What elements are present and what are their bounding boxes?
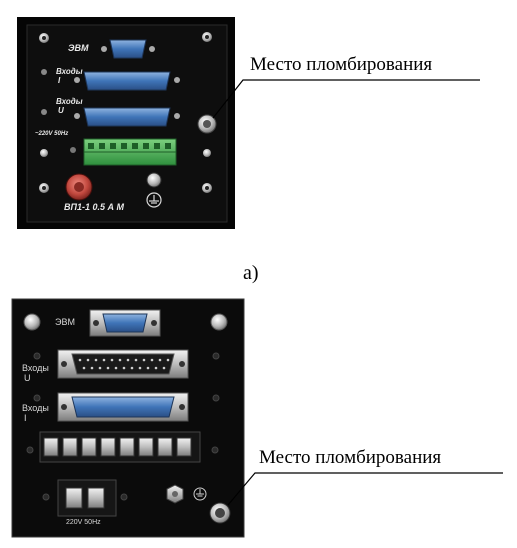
panel-b-ground-nut <box>166 484 184 504</box>
panel-b-inputs-i-label: Входы <box>22 403 49 413</box>
callout-a-text: Место пломбирования <box>250 54 433 75</box>
panel-a-screw-bl <box>39 183 49 193</box>
panel-a-fuse <box>65 173 93 201</box>
panel-a-connector-inputs-u <box>74 107 180 127</box>
panel-b-seal-screw <box>209 502 231 524</box>
panel-a-screw-left-mid <box>41 69 47 115</box>
panel-b-power-label: 220V 50Hz <box>66 519 101 526</box>
panel-a-seal-screw <box>197 114 217 134</box>
panel-b <box>11 298 245 538</box>
panel-a-terminal-block <box>83 138 177 166</box>
panel-b-hole-r3 <box>211 446 219 454</box>
panel-a <box>17 17 235 229</box>
panel-a-inputs-u-label: Входы <box>56 97 83 106</box>
panel-b-hole-r1 <box>212 352 220 360</box>
panel-b-ground-symbol <box>193 487 207 501</box>
panel-b-inputs-u-sub: U <box>24 373 31 383</box>
panel-b-inputs-u-label: Входы <box>22 363 49 373</box>
panel-b-screw-tr <box>210 313 228 331</box>
callout-b-line <box>227 472 503 506</box>
panel-a-ground-terminal <box>146 172 162 208</box>
panel-b-hole-l2 <box>33 394 41 402</box>
panel-b-inputs-i-sub: I <box>24 413 27 423</box>
panel-a-connector-inputs-i <box>74 71 180 91</box>
panel-a-inputs-i-sub: I <box>58 76 61 85</box>
panel-a-evm-label: ЭВМ <box>68 43 89 53</box>
panel-a-power-lamp <box>70 147 76 153</box>
caption-a: а) <box>243 262 259 284</box>
panel-b-connector-inputs-u <box>57 349 189 379</box>
panel-b-connector-inputs-i <box>57 392 189 422</box>
panel-b-screw-tl <box>23 313 41 331</box>
panel-a-inputs-u-sub: U <box>58 106 64 115</box>
panel-b-terminal-strip <box>39 431 201 463</box>
callout-b-text: Место пломбирования <box>259 447 442 468</box>
panel-a-screw-ml <box>40 149 48 157</box>
panel-a-screw-br <box>202 183 212 193</box>
panel-a-power-label: ~220V 50Hz <box>35 131 69 137</box>
panel-b-hole-l4 <box>42 493 50 501</box>
panel-a-inputs-i-label: Входы <box>56 67 83 76</box>
panel-b-terminal-screws <box>43 437 192 457</box>
panel-a-screw-tr <box>202 32 212 42</box>
panel-b-hole-l1 <box>33 352 41 360</box>
panel-a-fuse-label: ВП1-1 0.5 А М <box>64 202 124 212</box>
panel-a-connector-evm <box>101 39 155 59</box>
panel-b-power-terminal <box>57 479 117 517</box>
callout-a-line <box>212 79 480 119</box>
panel-b-edge <box>11 298 245 538</box>
panel-b-evm-label: ЭВМ <box>55 317 75 327</box>
panel-b-hole-l3 <box>26 446 34 454</box>
panel-b-hole-r2 <box>212 394 220 402</box>
panel-a-screw-tl <box>39 33 49 43</box>
panel-b-hole-r4 <box>120 493 128 501</box>
panel-a-screw-mr <box>203 149 211 157</box>
panel-b-connector-evm <box>89 309 161 337</box>
